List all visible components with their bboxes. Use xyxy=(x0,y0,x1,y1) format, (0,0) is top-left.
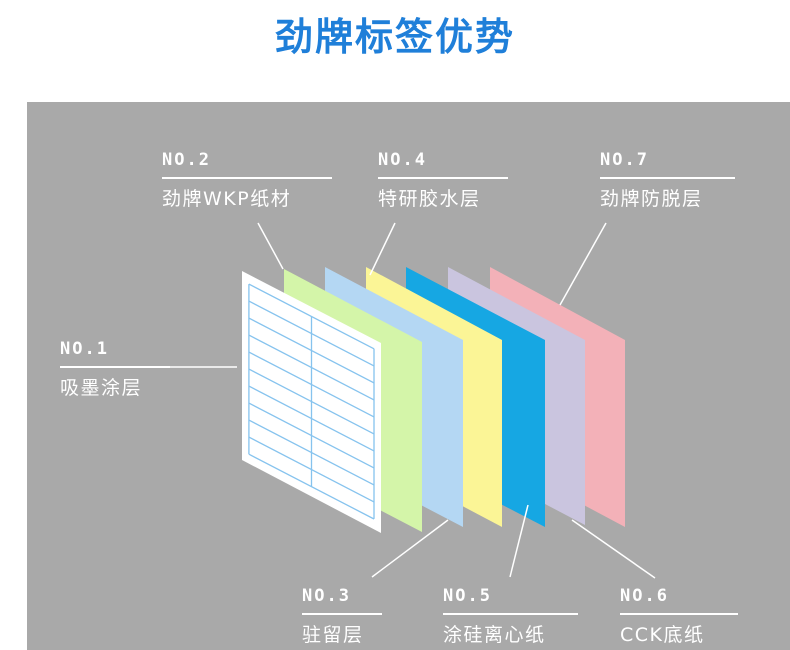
layer-number: NO.2 xyxy=(162,150,211,170)
label-rule xyxy=(162,177,332,179)
label-no1: NO.1 吸墨涂层 xyxy=(60,338,170,401)
layer-number: NO.5 xyxy=(443,586,492,606)
leader-line-6 xyxy=(571,519,656,579)
layer-name: 驻留层 xyxy=(302,623,364,646)
label-rule xyxy=(302,613,382,615)
layer-number: NO.1 xyxy=(60,339,109,359)
label-grid xyxy=(248,283,375,520)
layer-name: 劲牌防脱层 xyxy=(600,187,703,210)
layer-name: CCK底纸 xyxy=(620,623,705,646)
label-no4: NO.4 特研胶水层 xyxy=(378,149,508,212)
layer-name: 吸墨涂层 xyxy=(60,376,143,399)
layer-number: NO.3 xyxy=(302,586,351,606)
label-no7: NO.7 劲牌防脱层 xyxy=(600,149,735,212)
label-rule xyxy=(600,177,735,179)
leader-line-4 xyxy=(369,222,396,276)
label-grid-line xyxy=(248,453,375,520)
label-rule xyxy=(378,177,508,179)
layer-name: 涂硅离心纸 xyxy=(443,623,546,646)
layer-number: NO.4 xyxy=(378,150,427,170)
label-no3: NO.3 驻留层 xyxy=(302,585,382,648)
leader-line-3 xyxy=(371,519,449,578)
label-no2: NO.2 劲牌WKP纸材 xyxy=(162,149,332,212)
leader-line-5 xyxy=(509,504,529,578)
label-rule xyxy=(60,366,170,368)
leader-line-7 xyxy=(559,222,607,306)
label-no5: NO.5 涂硅离心纸 xyxy=(443,585,578,648)
layer-number: NO.6 xyxy=(620,586,669,606)
label-rule xyxy=(443,613,578,615)
page-title: 劲牌标签优势 xyxy=(274,15,515,59)
label-no6: NO.6 CCK底纸 xyxy=(620,585,738,648)
layer-number: NO.7 xyxy=(600,150,649,170)
label-rule xyxy=(620,613,738,615)
leader-line-2 xyxy=(257,222,284,270)
layer-name: 特研胶水层 xyxy=(378,187,481,210)
layer-name: 劲牌WKP纸材 xyxy=(162,187,292,210)
